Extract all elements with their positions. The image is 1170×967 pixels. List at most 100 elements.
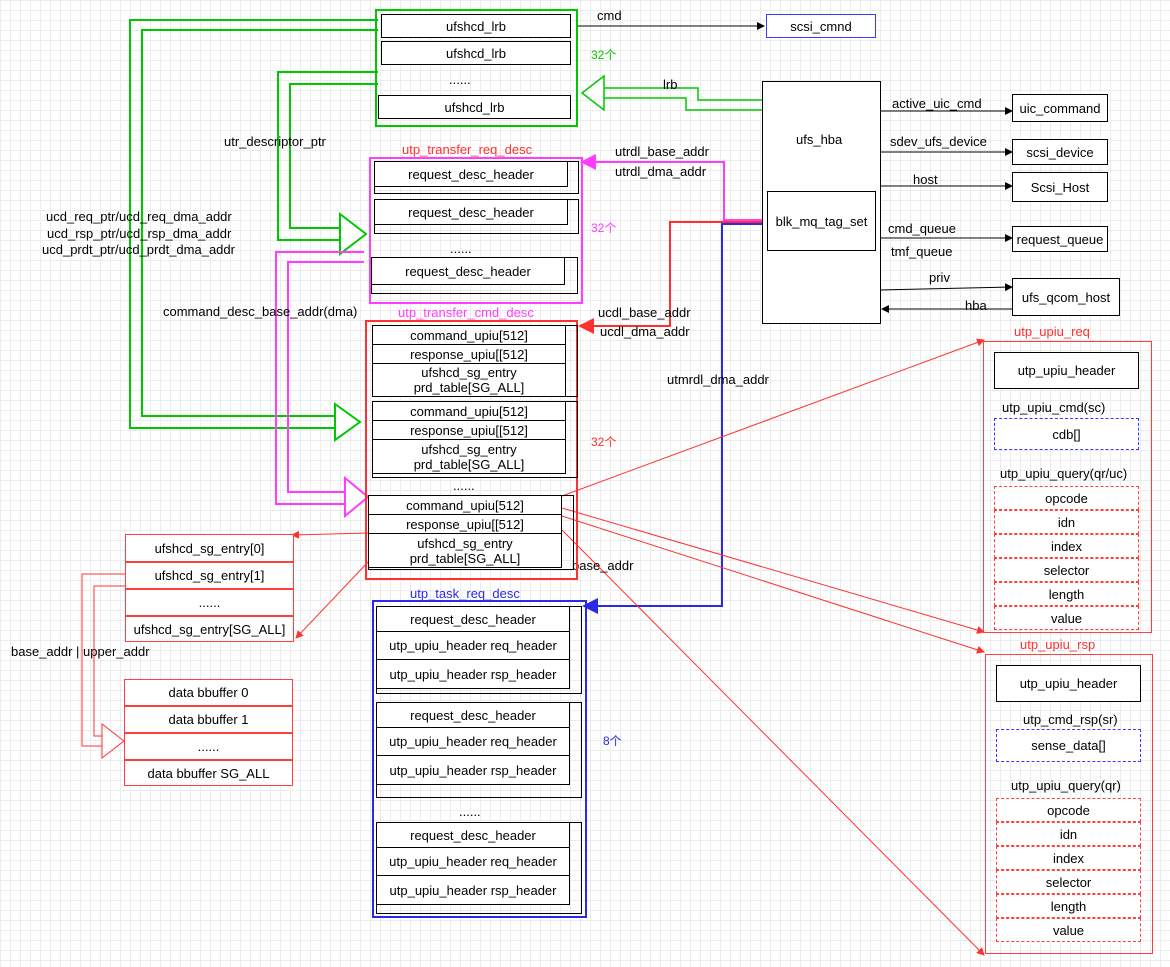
sg-from-ucd-arrow	[295, 559, 371, 639]
ucd-prd-table: ufshcd_sg_entry prd_table[SG_ALL]	[372, 363, 566, 397]
lrb-item: ufshcd_lrb	[378, 95, 571, 119]
task-count: 8个	[603, 734, 622, 748]
ucd-title: utp_transfer_cmd_desc	[398, 305, 534, 320]
lrb-to-ucd-arrow	[129, 19, 378, 442]
task-header: request_desc_header	[376, 822, 570, 848]
utrd-container	[369, 157, 583, 304]
req-title: utp_upiu_req	[1014, 324, 1090, 339]
request-queue-box: request_queue	[1012, 226, 1108, 252]
task-req-header: utp_upiu_header req_header	[376, 847, 570, 876]
ucd-prd-table: ufshcd_sg_entry prd_table[SG_ALL]	[372, 439, 566, 474]
sg-entry: ......	[125, 589, 294, 616]
task-rsp-header: utp_upiu_header rsp_header	[376, 659, 570, 689]
ucd-command-upiu: command_upiu[512]	[372, 325, 566, 345]
ucd-response-upiu: response_upiu[[512]	[372, 344, 566, 364]
cmd-label: cmd	[597, 8, 622, 23]
ucd-req-label: ucd_req_ptr/ucd_req_dma_addr	[46, 209, 232, 224]
rsp-field: opcode	[996, 798, 1141, 822]
rsp-to-rsp-arrow-2	[561, 529, 985, 956]
utrdl-dma-label: utrdl_dma_addr	[615, 164, 707, 179]
req-header: utp_upiu_header	[994, 352, 1139, 389]
data-buffer: ......	[124, 733, 293, 760]
rsp-field: selector	[996, 870, 1141, 894]
ucd-prd-table: ufshcd_sg_entry prd_table[SG_ALL]	[368, 533, 562, 568]
task-rsp-header: utp_upiu_header rsp_header	[376, 875, 570, 905]
req-field: value	[994, 606, 1139, 630]
task-header: request_desc_header	[376, 702, 570, 728]
sg-entry: ufshcd_sg_entry[0]	[125, 534, 294, 562]
cmd-queue-label: cmd_queue	[888, 221, 956, 236]
utr-descriptor-ptr-label: utr_descriptor_ptr	[224, 134, 326, 149]
task-req-header: utp_upiu_header req_header	[376, 727, 570, 756]
ucdl-dma-label: ucdl_dma_addr	[600, 324, 690, 339]
rsp-cmd-title: utp_cmd_rsp(sr)	[1023, 712, 1118, 727]
hba-lrb-arrow	[580, 74, 762, 112]
ucd-response-upiu: response_upiu[[512]	[368, 514, 562, 534]
active-uic-label: active_uic_cmd	[892, 96, 982, 111]
hba-label: hba	[965, 298, 987, 313]
utrdl-base-label: utrdl_base_addr	[615, 144, 709, 159]
ufs-hba-title: ufs_hba	[796, 132, 843, 147]
scsi-cmnd-box: scsi_cmnd	[766, 14, 876, 38]
base-upper-label: base_addr | upper_addr	[11, 644, 150, 659]
lrb-to-utrd-arrow	[277, 71, 378, 257]
task-header: request_desc_header	[376, 606, 570, 632]
sg-to-dbuf-arrow	[81, 573, 126, 760]
req-container	[983, 341, 1152, 633]
lrb-item: ufshcd_lrb	[381, 14, 571, 38]
ucd-prdt-label: ucd_prdt_ptr/ucd_prdt_dma_addr	[42, 242, 235, 257]
utrdl-arrow	[580, 154, 762, 221]
sg-entry: ufshcd_sg_entry[1]	[125, 562, 294, 589]
rsp-sense: sense_data[]	[996, 729, 1141, 762]
sg-entry: ufshcd_sg_entry[SG_ALL]	[125, 616, 294, 642]
task-ellipsis: ......	[459, 804, 481, 819]
utrd-item: request_desc_header	[371, 257, 565, 285]
rsp-field: idn	[996, 822, 1141, 846]
base-addr-label: base_addr	[572, 558, 634, 573]
data-buffer: data bbuffer SG_ALL	[124, 760, 293, 786]
rsp-field: length	[996, 894, 1141, 918]
data-buffer: data bbuffer 1	[124, 706, 293, 733]
rsp-field: value	[996, 918, 1141, 942]
lrb-count: 32个	[591, 48, 617, 62]
ucdl-arrow	[578, 221, 762, 334]
task-rsp-header: utp_upiu_header rsp_header	[376, 755, 570, 785]
blk-mq-tag-set-box: blk_mq_tag_set	[767, 191, 876, 251]
req-field: idn	[994, 510, 1139, 534]
ucd-to-sg-arrow	[291, 530, 369, 539]
scsi-host-box: Scsi_Host	[1012, 172, 1108, 202]
lrb-container	[375, 9, 578, 127]
rsp-container	[985, 654, 1153, 954]
rsp-title: utp_upiu_rsp	[1020, 637, 1096, 652]
task-container	[372, 600, 587, 918]
utrd-ellipsis: ......	[450, 241, 472, 256]
task-req-header: utp_upiu_header req_header	[376, 631, 570, 660]
lrb-ellipsis: ......	[449, 72, 471, 87]
utrd-item: request_desc_header	[374, 161, 568, 187]
sdev-label: sdev_ufs_device	[890, 134, 987, 149]
ucd-ellipsis: ......	[453, 478, 475, 493]
req-field: index	[994, 534, 1139, 558]
req-cmd-title: utp_upiu_cmd(sc)	[1002, 400, 1106, 415]
lrb-edge-label: lrb	[663, 77, 678, 92]
uic-command-box: uic_command	[1012, 94, 1108, 122]
utrd-title: utp_transfer_req_desc	[402, 142, 533, 157]
utmrdl-arrow	[582, 223, 762, 614]
req-field: opcode	[994, 486, 1139, 510]
utrd-count: 32个	[591, 221, 617, 235]
ufs-qcom-host-box: ufs_qcom_host	[1012, 278, 1120, 316]
scsi-device-box: scsi_device	[1012, 139, 1108, 165]
ucdl-base-label: ucdl_base_addr	[598, 305, 691, 320]
cmd-to-req-arrow-2	[561, 507, 985, 634]
priv-arrow	[879, 283, 1013, 292]
cmd-to-req-arrow	[561, 338, 985, 497]
utrd-to-ucd-arrow	[275, 251, 370, 519]
priv-label: priv	[929, 270, 950, 285]
ucd-count: 32个	[591, 435, 617, 449]
task-title: utp_task_req_desc	[410, 586, 520, 601]
req-field: length	[994, 582, 1139, 606]
ucd-rsp-label: ucd_rsp_ptr/ucd_rsp_dma_addr	[47, 226, 232, 241]
req-query-title: utp_upiu_query(qr/uc)	[1000, 466, 1128, 481]
rsp-field: index	[996, 846, 1141, 870]
